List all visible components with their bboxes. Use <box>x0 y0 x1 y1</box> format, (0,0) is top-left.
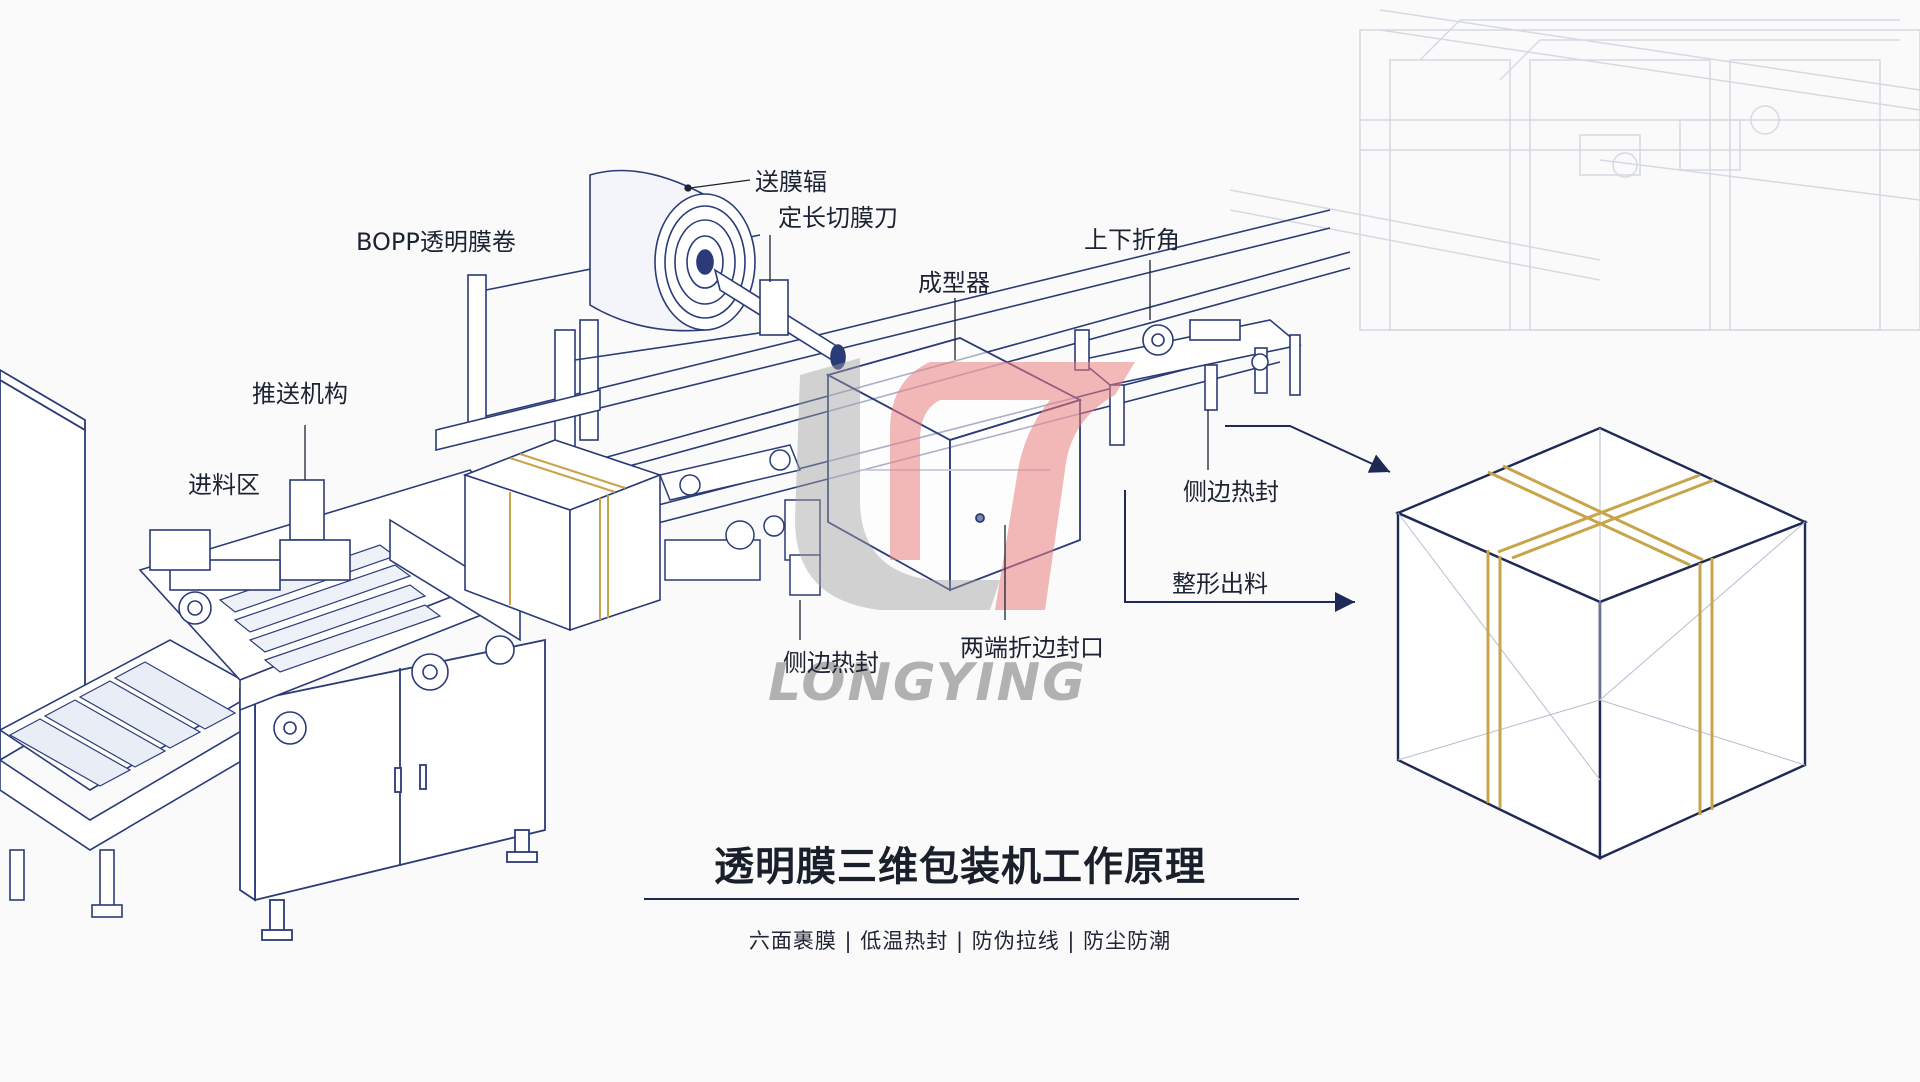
page-subtitle: 六面裹膜 | 低温热封 | 防伪拉线 | 防尘防潮 <box>748 929 1172 953</box>
guide-rollers <box>658 444 821 596</box>
arrow-right-icon <box>1124 490 1355 612</box>
logo-mark-icon <box>795 358 1135 610</box>
pusher-mechanism <box>149 479 351 625</box>
conveyor-legs <box>9 849 123 918</box>
label-pusher: 推送机构 <box>252 380 348 408</box>
label-side-seal-right: 侧边热封 <box>1183 478 1279 506</box>
label-bopp-roll: BOPP透明膜卷 <box>356 228 516 256</box>
label-end-fold-seal: 两端折边封口 <box>960 634 1104 662</box>
label-shaping-output: 整形出料 <box>1172 570 1268 598</box>
output-package <box>1394 426 1809 860</box>
title-divider <box>644 898 1299 900</box>
film-roll-stand <box>435 234 781 461</box>
background-machine <box>1229 9 1920 331</box>
folding-section <box>1074 319 1302 446</box>
film-roll <box>589 169 846 370</box>
side-frame <box>273 518 521 745</box>
page-title: 透明膜三维包装机工作原理 <box>714 844 1206 890</box>
label-infeed: 进料区 <box>188 471 260 499</box>
leader-lines <box>304 179 1209 640</box>
output-tape <box>1486 464 1715 815</box>
label-side-seal-left: 侧边热封 <box>783 649 879 677</box>
box-tape <box>509 453 626 620</box>
main-cabinet <box>239 638 546 941</box>
label-former: 成型器 <box>918 269 990 297</box>
conveyor-rollers <box>8 661 237 787</box>
logo-text: LONGYING <box>768 653 1087 713</box>
label-cutter: 定长切膜刀 <box>778 204 898 232</box>
label-film-feed-roller: 送膜辐 <box>755 168 827 196</box>
label-fold-corners: 上下折角 <box>1084 226 1180 254</box>
arrow-right-icon <box>1225 425 1391 473</box>
